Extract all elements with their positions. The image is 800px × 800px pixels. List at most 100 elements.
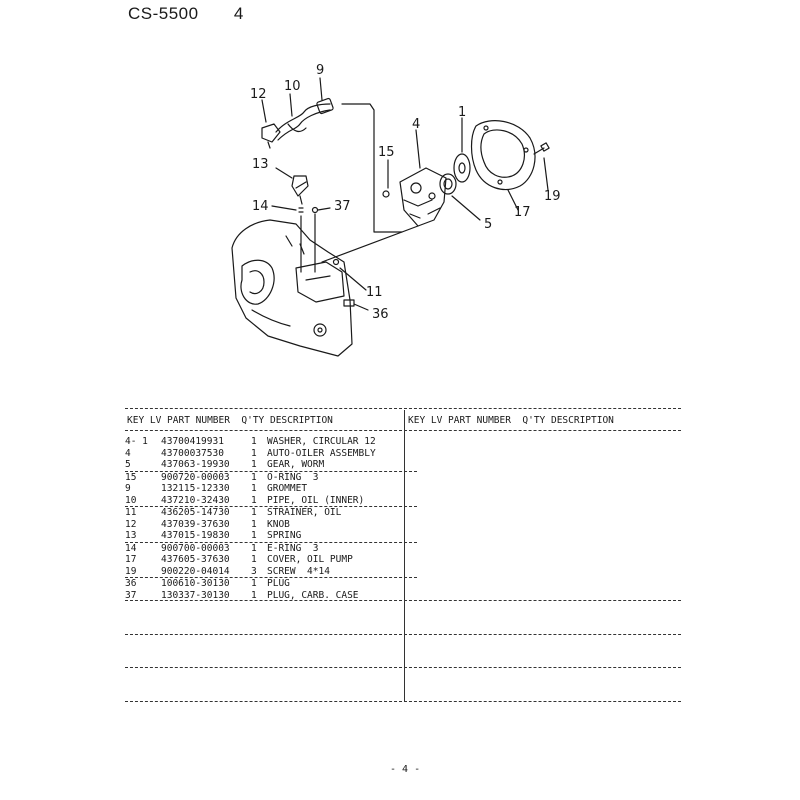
- callout-11: 12: [250, 87, 267, 102]
- oil-pump-cover: [470, 120, 536, 191]
- qty-cell: 1: [251, 483, 257, 494]
- callout-36: 36: [372, 307, 389, 322]
- table-row: 19 900220-04014 3 SCREW 4*14: [125, 565, 417, 578]
- callout-1: 1: [458, 105, 466, 120]
- column-header-left: KEY LV PART NUMBER Q'TY DESCRIPTION: [127, 415, 333, 426]
- washer-part: [453, 153, 471, 183]
- qty-cell: 1: [251, 530, 257, 541]
- callout-12: 13: [252, 157, 269, 172]
- key-cell: 36: [125, 578, 137, 589]
- key-cell: 9: [125, 483, 131, 494]
- table-row: 5 437063-19930 1 GEAR, WORM: [125, 459, 417, 472]
- qty-cell: 1: [251, 578, 257, 589]
- callout-17: 17: [514, 205, 531, 220]
- callout-9: 9: [316, 63, 324, 78]
- description-cell: AUTO-OILER ASSEMBLY: [267, 447, 376, 459]
- part-number-cell: 43700419931: [161, 436, 224, 447]
- table-bottom-rule: [125, 701, 681, 702]
- part-number-cell: 132115-12330: [161, 483, 230, 494]
- callout-13: 14: [252, 199, 269, 214]
- part-number-cell: 100610-30130: [161, 578, 230, 589]
- description-cell: PIPE, OIL (INNER): [267, 494, 365, 506]
- callout-15: 15: [378, 145, 395, 160]
- qty-cell: 1: [251, 471, 257, 483]
- oil-pipe: [275, 103, 331, 141]
- table-row: 14 900700-00003 1 E-RING 3: [125, 543, 417, 555]
- callout-14: 11: [366, 285, 383, 300]
- worm-gear: [439, 173, 457, 195]
- table-row: 37 130337-30130 1 PLUG, CARB. CASE: [125, 590, 417, 602]
- knob-part: [291, 175, 309, 197]
- description-cell: E-RING 3: [267, 542, 319, 554]
- table-rule: [125, 634, 681, 635]
- description-cell: GEAR, WORM: [267, 459, 325, 470]
- table-row: 11 436205-14730 1 STRAINER, OIL: [125, 507, 417, 519]
- key-cell: 15: [125, 471, 137, 483]
- description-cell: PLUG, CARB. CASE: [267, 589, 359, 601]
- key-cell: 14: [125, 542, 137, 554]
- table-rule: [125, 600, 681, 601]
- engine-housing: [231, 219, 353, 357]
- table-rule: [125, 667, 681, 668]
- column-header-right: KEY LV PART NUMBER Q'TY DESCRIPTION: [408, 415, 614, 426]
- part-number-cell: 437210-32430: [161, 494, 230, 506]
- part-number-cell: 437063-19930: [161, 459, 230, 470]
- section-number: 4: [233, 4, 244, 23]
- description-cell: PLUG: [267, 578, 290, 589]
- part-number-cell: 130337-30130: [161, 589, 230, 601]
- key-cell: 12: [125, 518, 137, 530]
- qty-cell: 1: [251, 589, 257, 601]
- qty-cell: 1: [251, 494, 257, 506]
- part-number-cell: 900220-04014: [161, 565, 230, 577]
- description-cell: O-RING 3: [267, 471, 319, 483]
- key-cell: 11: [125, 507, 137, 518]
- table-row: 10 437210-32430 1 PIPE, OIL (INNER): [125, 494, 417, 507]
- page-header: CS-5500 4: [128, 4, 244, 24]
- table-row: 9 132115-12330 1 GROMMET: [125, 483, 417, 495]
- key-cell: 5: [125, 459, 131, 470]
- description-cell: KNOB: [267, 518, 290, 530]
- key-cell: 37: [125, 589, 137, 601]
- callout-10: 10: [284, 79, 301, 94]
- key-cell: 13: [125, 530, 137, 541]
- qty-cell: 1: [251, 507, 257, 518]
- callout-5: 5: [484, 217, 492, 232]
- header-rule: [125, 430, 681, 431]
- qty-cell: 1: [251, 554, 257, 565]
- part-number-cell: 43700037530: [161, 447, 224, 459]
- description-cell: COVER, OIL PUMP: [267, 554, 353, 565]
- description-cell: STRAINER, OIL: [267, 507, 342, 518]
- description-cell: WASHER, CIRCULAR 12: [267, 436, 376, 447]
- part-number-cell: 436205-14730: [161, 507, 230, 518]
- qty-cell: 3: [251, 565, 257, 577]
- callout-4: 4: [412, 117, 420, 132]
- qty-cell: 1: [251, 436, 257, 447]
- strainer-part: [261, 123, 281, 143]
- qty-cell: 1: [251, 518, 257, 530]
- model-number: CS-5500: [128, 4, 199, 23]
- exploded-parts-diagram: 12 10 9 13 14 37 4 1 15 5 17 19 11 36: [231, 63, 561, 357]
- column-divider: [404, 410, 405, 702]
- table-top-rule: [125, 408, 681, 409]
- qty-cell: 1: [251, 459, 257, 470]
- callout-37: 37: [334, 199, 351, 214]
- table-row: 4- 1 43700419931 1 WASHER, CIRCULAR 12: [125, 436, 417, 448]
- part-number-cell: 437015-19830: [161, 530, 230, 541]
- description-cell: GROMMET: [267, 483, 308, 494]
- part-number-cell: 900700-00003: [161, 542, 230, 554]
- qty-cell: 1: [251, 542, 257, 554]
- key-cell: 4- 1: [125, 436, 148, 447]
- qty-cell: 1: [251, 447, 257, 459]
- part-number-cell: 900720-00003: [161, 471, 230, 483]
- grommet-part: [316, 97, 334, 115]
- key-cell: 10: [125, 494, 137, 506]
- description-cell: SCREW 4*14: [267, 565, 330, 577]
- callout-19: 19: [544, 189, 561, 204]
- table-row: 36 100610-30130 1 PLUG: [125, 578, 417, 590]
- key-cell: 17: [125, 554, 137, 565]
- key-cell: 19: [125, 565, 137, 577]
